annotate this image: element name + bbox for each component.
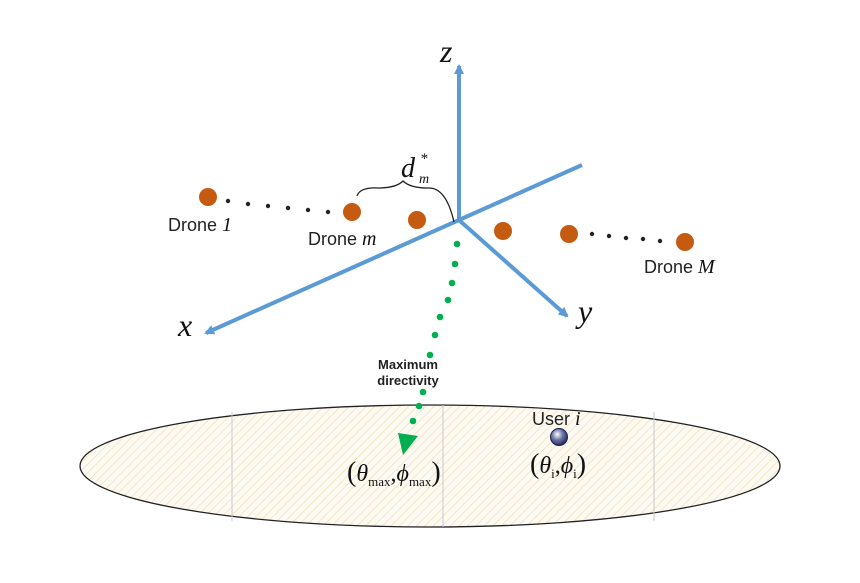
drone-marker <box>408 211 426 229</box>
user-angle-label: (θi,ϕi) <box>530 449 586 481</box>
drone-marker <box>560 225 578 243</box>
ground-plane <box>79 404 781 528</box>
y-axis <box>457 218 569 318</box>
distance-superscript: * <box>420 151 428 167</box>
beam-arrowhead <box>398 433 418 455</box>
max-directivity-beam: Maximum directivity <box>377 240 461 455</box>
z-axis-label: z <box>439 33 453 69</box>
drone-m-marker <box>343 203 361 221</box>
drone-M-marker <box>676 233 694 251</box>
distance-annotation: d m * <box>356 151 455 223</box>
distance-subscript: m <box>419 172 429 187</box>
y-axis-label: y <box>575 293 593 329</box>
axes: z x y <box>177 33 593 343</box>
drone-dotted-row-right <box>589 231 663 244</box>
distance-brace <box>356 180 455 223</box>
ground-ellipse <box>79 404 781 528</box>
drone-marker <box>494 222 512 240</box>
axis-back-extension <box>458 163 583 222</box>
drone-dotted-row-left <box>225 198 331 215</box>
x-axis-label: x <box>177 307 192 343</box>
max-angle-label: (θmax,ϕmax) <box>347 457 441 489</box>
user-marker <box>550 428 568 446</box>
beam-label-line1: Maximum <box>378 357 438 372</box>
distance-symbol: d <box>401 153 416 184</box>
drone-1-marker <box>199 188 217 206</box>
beam-label-line2: directivity <box>377 373 439 388</box>
x-axis <box>204 218 460 335</box>
